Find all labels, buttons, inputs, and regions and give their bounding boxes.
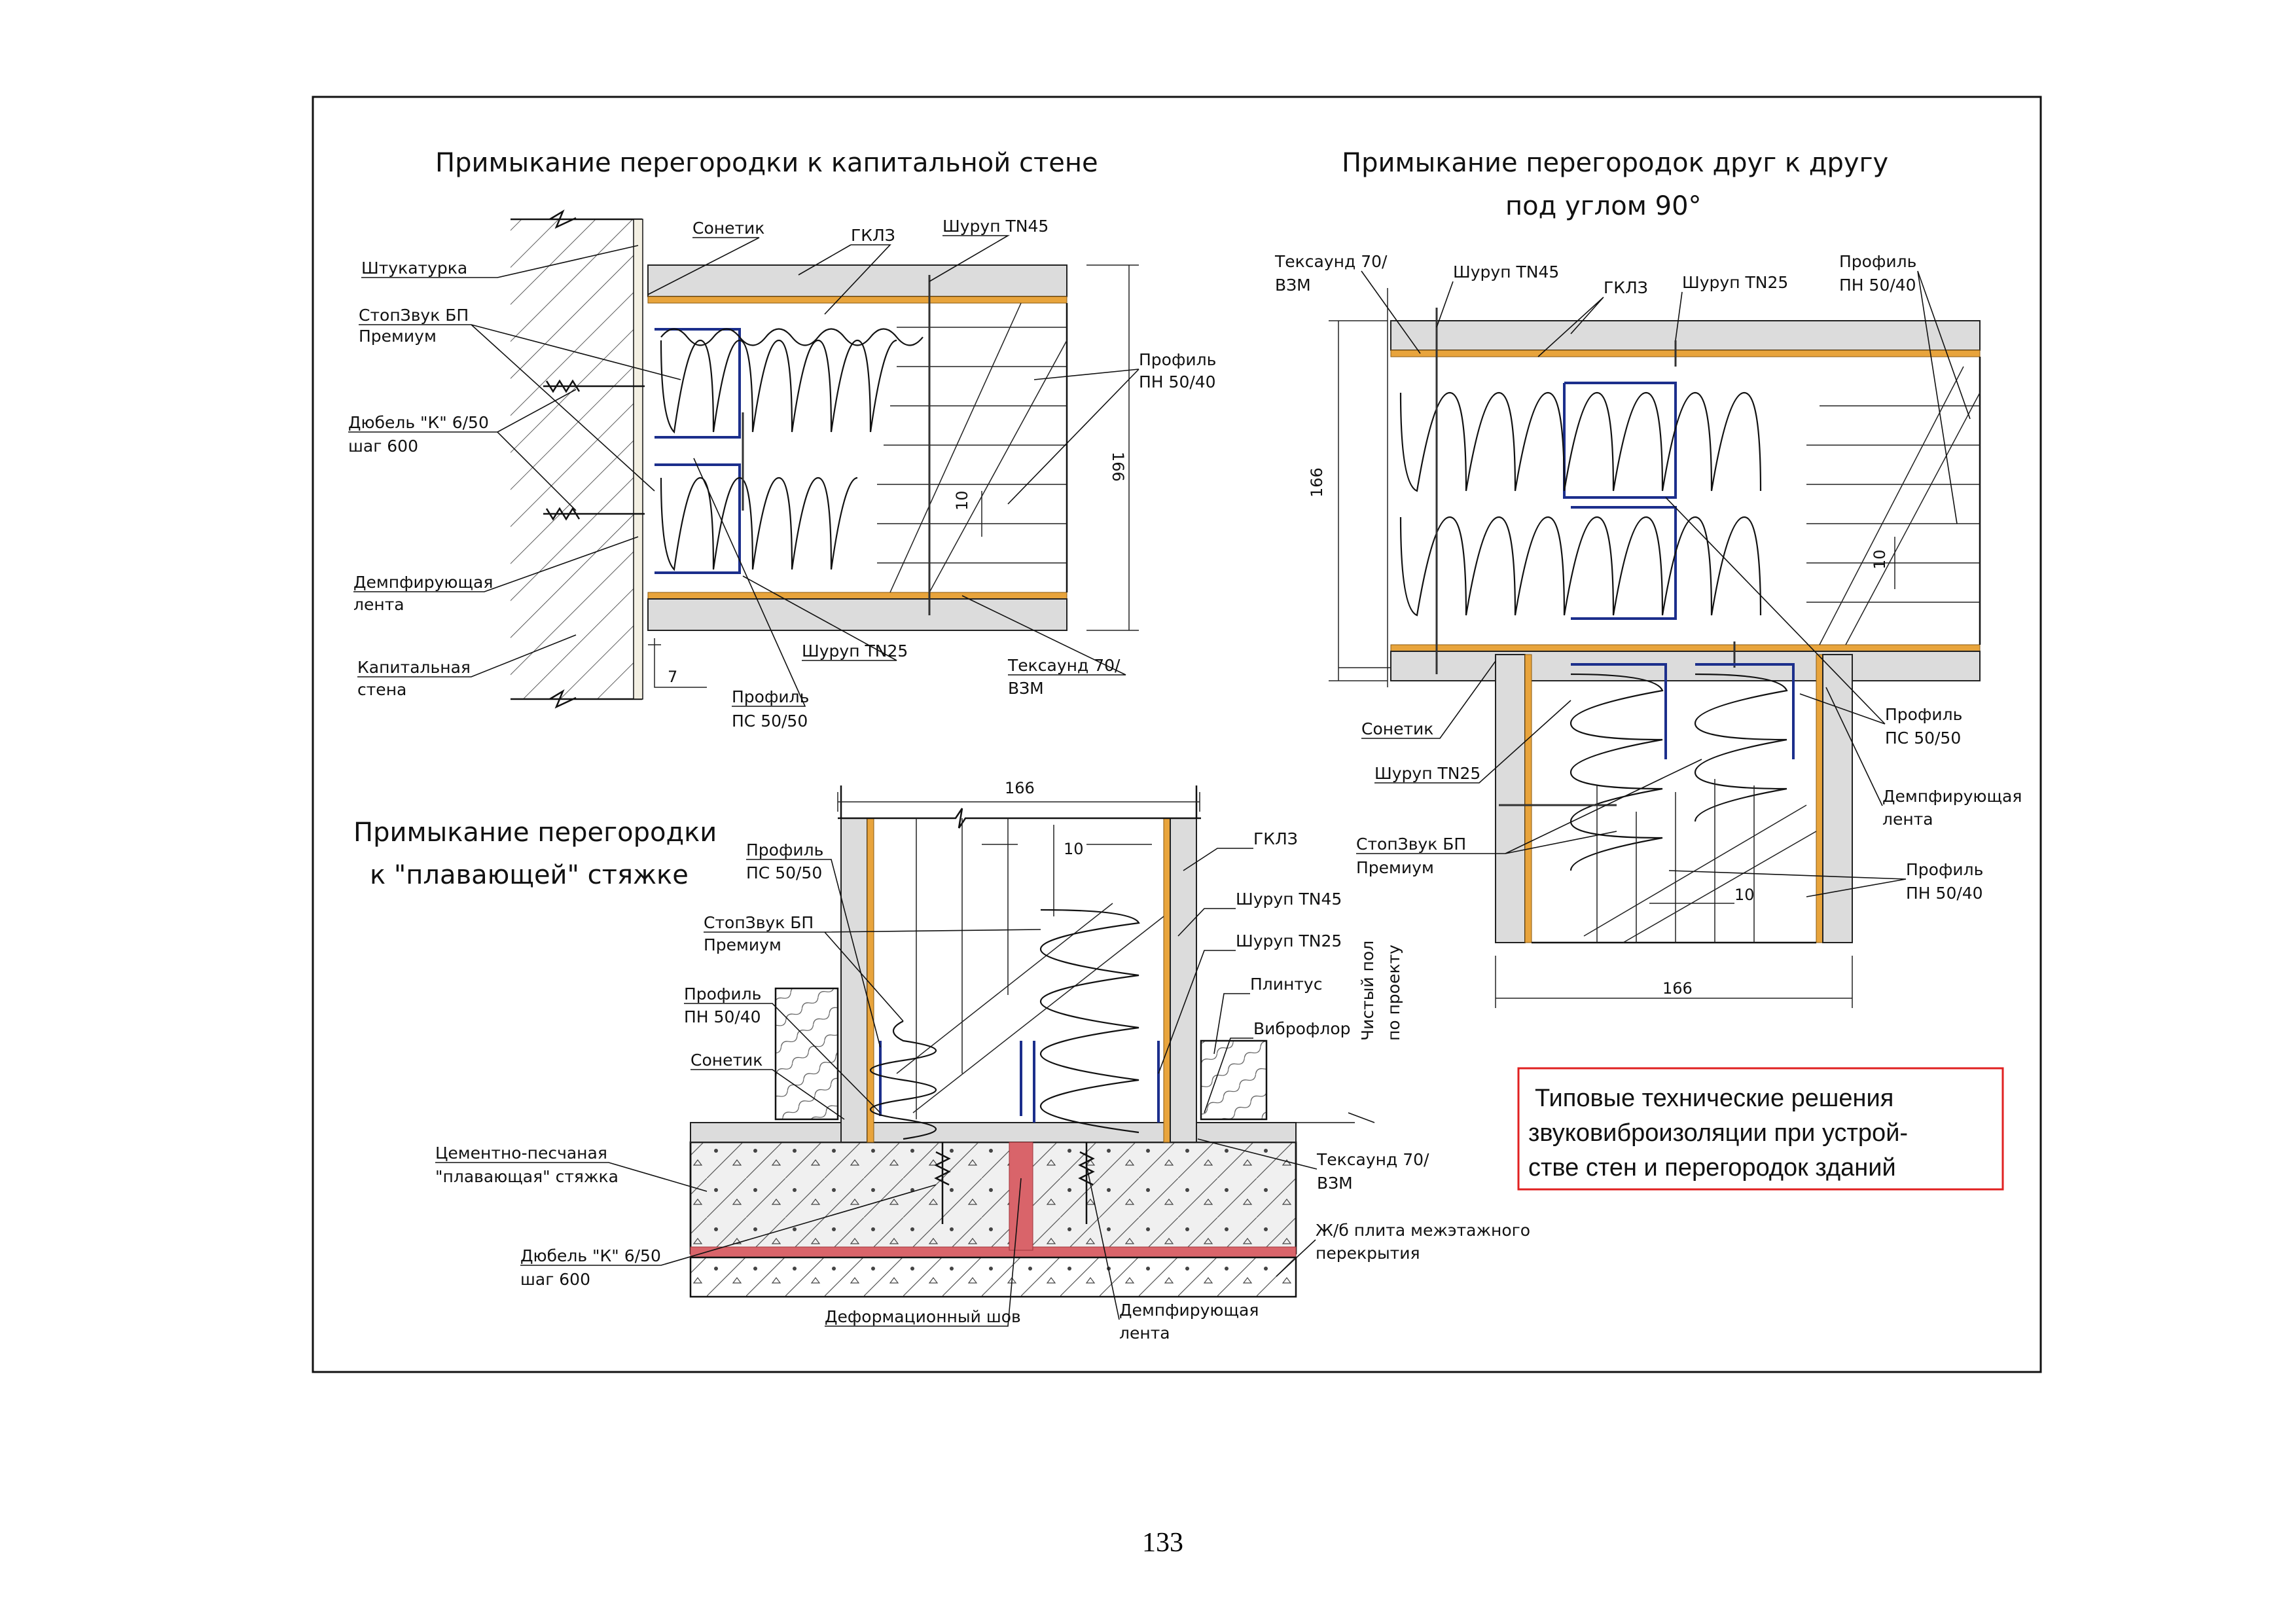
svg-text:166: 166 [1109, 452, 1127, 482]
dimension-7-d1: 7 [648, 638, 707, 688]
capital-wall [511, 209, 643, 709]
note-box: Типовые технические решения звуковиброиз… [1517, 1067, 2004, 1191]
detail1-title: Примыкание перегородки к капитальной сте… [435, 148, 1098, 178]
svg-text:Тексаунд 70/: Тексаунд 70/ [1316, 1150, 1429, 1169]
svg-text:Профиль: Профиль [684, 984, 761, 1003]
labels-detail1: Штукатурка Сонетик ГКЛЗ Шуруп TN45 СтопЗ… [348, 217, 1216, 731]
svg-text:ПН 50/40: ПН 50/40 [1839, 276, 1916, 295]
svg-text:Профиль: Профиль [746, 840, 823, 859]
svg-text:ПН 50/40: ПН 50/40 [1906, 884, 1983, 903]
svg-text:шаг 600: шаг 600 [348, 437, 418, 456]
svg-text:Сонетик: Сонетик [692, 219, 764, 238]
svg-text:стена: стена [357, 680, 406, 699]
svg-text:Профиль: Профиль [1906, 860, 1983, 879]
detail2-title-line2: под углом 90° [1505, 191, 1702, 221]
detail3-title-line2: к "плавающей" стяжке [370, 860, 689, 890]
svg-text:Демпфирующая: Демпфирующая [353, 573, 493, 592]
svg-text:ПС 50/50: ПС 50/50 [746, 863, 822, 882]
svg-text:Шуруп TN45: Шуруп TN45 [942, 217, 1049, 236]
svg-text:ГКЛЗ: ГКЛЗ [1604, 278, 1648, 297]
svg-text:"плавающая" стяжка: "плавающая" стяжка [435, 1167, 619, 1186]
svg-text:ГКЛЗ: ГКЛЗ [851, 226, 895, 245]
svg-text:ВЗМ: ВЗМ [1008, 679, 1044, 698]
svg-text:Демпфирующая: Демпфирующая [1119, 1301, 1259, 1320]
dimension-10-d1: 10 [953, 490, 982, 537]
svg-text:Шуруп TN25: Шуруп TN25 [1236, 931, 1342, 950]
svg-text:10: 10 [1734, 886, 1755, 904]
detail-corner-junction: Примыкание перегородок друг к другу под … [1274, 148, 2022, 1008]
svg-text:СтопЗвук БП: СтопЗвук БП [359, 306, 469, 325]
svg-text:Ж/б плита межэтажного: Ж/б плита межэтажного [1316, 1221, 1530, 1240]
svg-text:ПН 50/40: ПН 50/40 [684, 1007, 761, 1026]
svg-text:звуковиброизоляции при устрой-: звуковиброизоляции при устрой- [1528, 1119, 1908, 1147]
svg-text:Сонетик: Сонетик [1361, 719, 1433, 738]
page-number: 133 [1142, 1528, 1183, 1558]
detail-floating-screed: Примыкание перегородки к "плавающей" стя… [353, 779, 1530, 1343]
svg-text:лента: лента [1119, 1324, 1170, 1343]
svg-text:Деформационный шов: Деформационный шов [825, 1307, 1021, 1326]
labels-detail3: Профиль ПС 50/50 СтопЗвук БП Премиум Про… [435, 829, 1530, 1343]
svg-text:лента: лента [1882, 810, 1933, 829]
svg-text:ВЗМ: ВЗМ [1317, 1174, 1353, 1193]
svg-text:Виброфлор: Виброфлор [1253, 1019, 1351, 1038]
dimension-166-d1: 166 [1086, 264, 1139, 631]
svg-text:ГКЛЗ: ГКЛЗ [1253, 829, 1298, 848]
detail2-title-line1: Примыкание перегородок друг к другу [1342, 148, 1888, 178]
svg-text:10: 10 [1064, 840, 1084, 858]
svg-text:Демпфирующая: Демпфирующая [1882, 787, 2022, 806]
svg-text:Чистый пол: Чистый пол [1358, 941, 1377, 1041]
svg-text:перекрытия: перекрытия [1316, 1244, 1420, 1263]
detail-wall-junction: Примыкание перегородки к капитальной сте… [348, 148, 1216, 731]
svg-text:Шуруп TN25: Шуруп TN25 [1374, 764, 1480, 783]
svg-text:Тексаунд 70/: Тексаунд 70/ [1007, 656, 1121, 675]
svg-text:Дюбель "К" 6/50: Дюбель "К" 6/50 [348, 413, 489, 432]
detail3-title-line1: Примыкание перегородки [353, 818, 717, 848]
svg-text:СтопЗвук БП: СтопЗвук БП [704, 913, 814, 932]
labels-detail2: Тексаунд 70/ ВЗМ Шуруп TN45 ГКЛЗ Шуруп T… [1274, 252, 2022, 903]
svg-text:СтопЗвук БП: СтопЗвук БП [1356, 835, 1466, 854]
svg-text:Шуруп TN25: Шуруп TN25 [1682, 273, 1788, 292]
svg-text:166: 166 [1308, 467, 1326, 497]
svg-text:шаг 600: шаг 600 [520, 1270, 590, 1289]
svg-text:Сонетик: Сонетик [691, 1051, 762, 1070]
svg-text:Штукатурка: Штукатурка [361, 259, 467, 278]
svg-text:166: 166 [1662, 979, 1693, 998]
svg-text:Дюбель "К" 6/50: Дюбель "К" 6/50 [520, 1246, 661, 1265]
svg-text:стве стен и перегородок зданий: стве стен и перегородок зданий [1528, 1154, 1896, 1182]
svg-text:Профиль: Профиль [732, 687, 809, 706]
svg-text:10: 10 [1871, 549, 1889, 569]
svg-text:Типовые технические решения: Типовые технические решения [1535, 1085, 1893, 1112]
svg-text:ПС 50/50: ПС 50/50 [732, 712, 808, 731]
svg-text:Капитальная: Капитальная [357, 658, 471, 677]
svg-text:Шуруп TN45: Шуруп TN45 [1453, 262, 1559, 281]
svg-text:Шуруп TN45: Шуруп TN45 [1236, 890, 1342, 909]
partition-section-1 [647, 264, 1068, 631]
svg-text:ПН 50/40: ПН 50/40 [1139, 372, 1216, 391]
svg-text:Премиум: Премиум [359, 327, 437, 346]
svg-text:Премиум: Премиум [704, 935, 781, 954]
svg-text:лента: лента [353, 595, 404, 614]
svg-text:Профиль: Профиль [1885, 705, 1962, 724]
svg-text:Премиум: Премиум [1356, 858, 1434, 877]
svg-text:Профиль: Профиль [1839, 252, 1916, 271]
svg-text:Тексаунд 70/: Тексаунд 70/ [1274, 252, 1388, 271]
svg-text:166: 166 [1005, 779, 1035, 797]
svg-text:по проекту: по проекту [1384, 945, 1403, 1041]
dowel-k-icon [543, 379, 645, 521]
drawing-frame [312, 96, 2042, 1373]
svg-text:ВЗМ: ВЗМ [1275, 276, 1311, 295]
svg-text:ПС 50/50: ПС 50/50 [1885, 729, 1961, 748]
svg-text:7: 7 [668, 668, 677, 686]
svg-text:10: 10 [953, 490, 971, 511]
svg-text:Плинтус: Плинтус [1250, 975, 1322, 994]
svg-text:Профиль: Профиль [1139, 350, 1216, 369]
svg-text:Цементно-песчаная: Цементно-песчаная [435, 1144, 607, 1163]
